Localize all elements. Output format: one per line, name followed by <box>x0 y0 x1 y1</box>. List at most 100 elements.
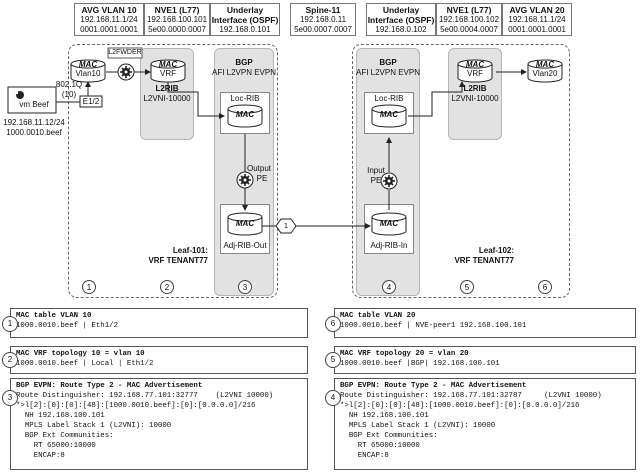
header-underlay-left: Underlay Interface (OSPF) 192.168.0.101 <box>210 3 280 36</box>
header-line: 192.168.0.11 <box>299 15 347 24</box>
bgp-right-title: BGP <box>379 58 397 67</box>
database-icon <box>371 104 407 128</box>
database-icon <box>150 59 186 83</box>
table-row: ENCAP:8 <box>16 452 65 460</box>
loc-rib-left-label: Loc-RIB <box>230 94 260 103</box>
header-underlay-right: Underlay Interface (OSPF) 192.168.0.102 <box>366 3 436 36</box>
bgp-left-sub: AFI L2VPN EVPN <box>211 68 277 77</box>
step-number: 2 <box>160 280 174 294</box>
database-icon <box>227 212 263 236</box>
table-row: 1000.0010.beef | Local | Eth1/2 <box>16 360 154 368</box>
vrf-left-mac: MAC <box>158 60 178 69</box>
leaf-102-vrf: VRF TENANT77 <box>454 256 514 265</box>
table-row: 1000.0010.beef | Eth1/2 <box>16 322 119 330</box>
table-row: MPLS Label Stack 1 (L2VNI): 10000 <box>340 422 496 430</box>
header-line: 0001.0001.0001 <box>80 25 138 34</box>
connector-lines <box>7 47 563 236</box>
mac-vrf-topology-20: MAC VRF topology 20 = vlan 20 1000.0010.… <box>334 346 636 374</box>
table-row: RT 65000:10000 <box>16 442 96 450</box>
gear-icon <box>236 171 254 189</box>
table-title: MAC table VLAN 10 <box>16 312 92 320</box>
leaf-101-frame <box>68 44 278 298</box>
table-number: 5 <box>325 352 341 368</box>
l2fwder-label: L2FWDER <box>108 49 142 56</box>
leaf-101-name: Leaf-101: <box>172 246 208 255</box>
table-row: NH 192.168.100.101 <box>16 412 105 420</box>
dot1q-tag: (10) <box>61 90 77 99</box>
header-title: Spine-11 <box>305 5 341 15</box>
adj-in-label: Adj-RIB-In <box>370 241 408 250</box>
vrf-right-mac: MAC <box>465 60 485 69</box>
pe-left-label: PE <box>256 174 268 183</box>
vrf-left-label: VRF <box>160 69 176 78</box>
gear-icon <box>380 172 398 190</box>
database-icon <box>227 104 263 128</box>
header-title: Underlay <box>226 5 264 15</box>
database-icon <box>527 59 563 83</box>
header-spine11: Spine-11 192.168.0.11 5e00.0007.0007 <box>290 3 356 36</box>
header-line: 5e00.0000.0007 <box>148 25 206 34</box>
header-line: 5e00.0004.0007 <box>440 25 498 34</box>
loc-rib-right-mac: MAC <box>379 110 399 119</box>
leaf-102-name: Leaf-102: <box>478 246 514 255</box>
adj-out-mac: MAC <box>235 219 255 228</box>
table-number: 2 <box>2 352 18 368</box>
table-row: NH 192.168.100.101 <box>340 412 429 420</box>
l2rib-right-title: L2RIB <box>463 84 487 93</box>
table-number: 1 <box>2 316 18 332</box>
vlan10-label: Vlan10 <box>75 69 101 78</box>
adj-in-mac: MAC <box>379 219 399 228</box>
l2rib-left-title: L2RIB <box>155 84 179 93</box>
link-vrf-locrib <box>167 82 225 119</box>
dot1q-label: 802.1Q <box>55 80 83 89</box>
step-number: 1 <box>82 280 96 294</box>
table-row: *>l[2]:[0]:[0]:[48]:[1000.0010.beef]:[0]… <box>340 402 580 410</box>
header-title: NVE1 (L77) <box>154 5 200 15</box>
database-icon <box>371 212 407 236</box>
header-title: Interface (OSPF) <box>211 15 279 25</box>
bgp-left-title: BGP <box>235 58 253 67</box>
host-ip: 192.168.11.12/24 <box>3 118 65 127</box>
header-title: NVE1 (L77) <box>446 5 492 15</box>
table-row: *>l[2]:[0]:[0]:[48]:[1000.0010.beef]:[0]… <box>16 402 256 410</box>
step-number: 4 <box>382 280 396 294</box>
leaf-102-frame <box>352 44 570 298</box>
table-title: BGP EVPN: Route Type 2 - MAC Advertiseme… <box>16 382 203 390</box>
header-title: Underlay <box>382 5 420 15</box>
table-number: 3 <box>2 390 18 406</box>
table-row: 1000.0010.beef |BGP| 192.168.100.101 <box>340 360 500 368</box>
table-title: MAC VRF topology 10 = vlan 10 <box>16 350 145 358</box>
header-avg-vlan10: AVG VLAN 10 192.168.11.1/24 0001.0001.00… <box>74 3 144 36</box>
database-icon <box>70 59 106 83</box>
link-number: 1 <box>283 221 289 230</box>
mac-table-vlan20: MAC table VLAN 20 1000.0010.beef | NVE-p… <box>334 308 636 338</box>
loc-rib-right-label: Loc-RIB <box>374 94 404 103</box>
step-number: 3 <box>238 280 252 294</box>
header-title: AVG VLAN 20 <box>509 5 565 15</box>
table-row: RT 65000:10000 <box>340 442 420 450</box>
table-row: MPLS Label Stack 1 (L2VNI): 10000 <box>16 422 172 430</box>
loc-rib-left-mac: MAC <box>235 110 255 119</box>
pe-right-label: PE <box>370 176 382 185</box>
link-locrib-vrf <box>408 81 465 117</box>
header-line: 192.168.0.101 <box>219 25 271 34</box>
table-row: ENCAP:8 <box>340 452 389 460</box>
l2rib-right-sub: L2VNI-10000 <box>451 94 499 103</box>
l2fwder-box <box>107 47 143 59</box>
header-line: 192.168.100.102 <box>438 15 500 24</box>
header-nve1-left: NVE1 (L77) 192.168.100.101 5e00.0000.000… <box>144 3 210 36</box>
adj-out-label: Adj-RIB-Out <box>223 241 267 250</box>
l2rib-left-sub: L2VNI-10000 <box>143 94 191 103</box>
header-avg-vlan20: AVG VLAN 20 192.168.11.1/24 0001.0001.00… <box>502 3 572 36</box>
header-title: Interface (OSPF) <box>367 15 435 25</box>
port-label: E1/2 <box>82 97 100 106</box>
gear-icon <box>117 63 135 81</box>
step-number: 5 <box>460 280 474 294</box>
header-line: 192.168.11.1/24 <box>508 15 566 24</box>
output-label: Output <box>246 164 271 173</box>
header-line: 192.168.11.1/24 <box>80 15 138 24</box>
leaf-101-vrf: VRF TENANT77 <box>148 256 208 265</box>
database-icon <box>457 59 493 83</box>
header-line: 0001.0001.0001 <box>508 25 566 34</box>
header-nve1-right: NVE1 (L77) 192.168.100.102 5e00.0004.000… <box>436 3 502 36</box>
